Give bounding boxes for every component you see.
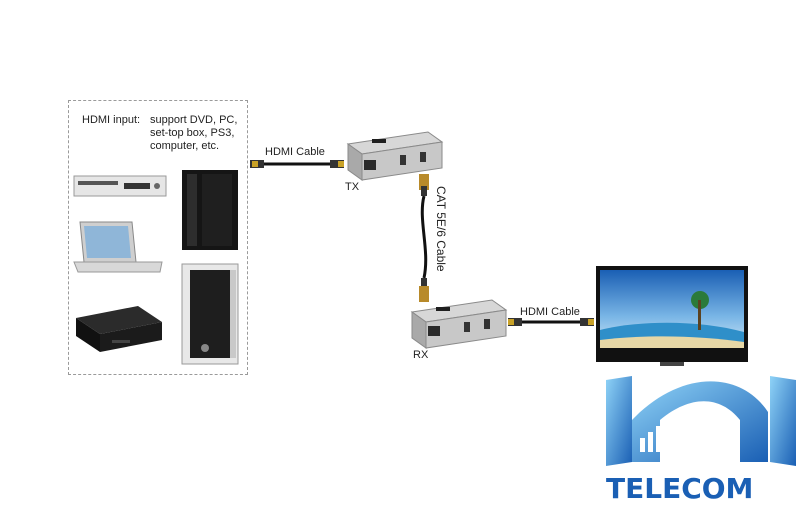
hn-telecom-logo-icon [606,376,796,466]
hdmi-input-description: support DVD, PC, set-top box, PS3, compu… [150,114,238,152]
hdmi-cable-tx-label: HDMI Cable [265,146,325,158]
game-console-icon [182,170,238,250]
cat-cable-label: CAT 5E/6 Cable [434,186,448,272]
tx-label: TX [345,181,360,193]
hdmi-input-label: HDMI input: [82,114,141,126]
television-icon [596,266,748,366]
rx-extender-icon [410,299,508,349]
rx-label: RX [413,349,429,361]
dvd-player-icon [73,175,167,197]
hdmi-cable-rx [508,318,594,326]
hdmi-cable-tx [250,160,344,168]
source-devices-box [68,100,248,375]
set-top-box-icon [76,306,162,352]
tx-extender-icon [346,131,444,181]
hdmi-cable-rx-label: HDMI Cable [520,306,580,318]
cat-cable [419,174,429,302]
cat-cable-label-wrapper: CAT 5E/6 Cable [430,186,454,296]
computer-tower-icon [181,263,239,365]
laptop-icon [73,221,163,273]
brand-name: TELECOM [606,472,754,505]
